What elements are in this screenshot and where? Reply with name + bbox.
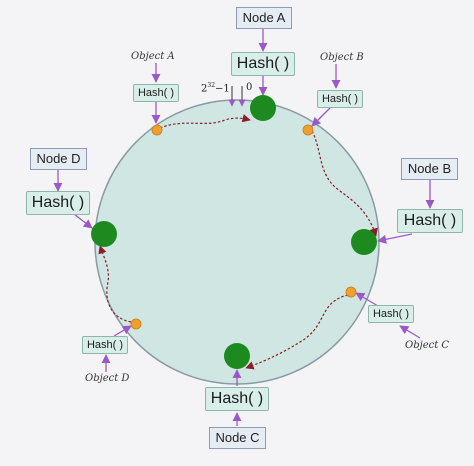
- node-c-label: Node C: [209, 427, 266, 449]
- object-a-dot: [151, 124, 163, 136]
- node-a-dot: [250, 95, 276, 121]
- node-a-label: Node A: [236, 7, 292, 29]
- object-a-to-node-a-path: [159, 114, 251, 129]
- node-b-dot: [351, 229, 377, 255]
- object-c-to-node-c-path: [245, 294, 349, 370]
- ring-zero-label: 0: [246, 82, 253, 93]
- node-b-hash-arrow: [377, 233, 413, 244]
- object-a-hash: Hash( ): [133, 84, 179, 102]
- object-a-label: Object A: [131, 51, 175, 62]
- node-d-hash: Hash( ): [26, 191, 90, 215]
- object-b-hash: Hash( ): [317, 90, 363, 108]
- object-d-label: Object D: [85, 373, 130, 384]
- node-b-label: Node B: [401, 158, 458, 180]
- object-b-hash-arrow: [311, 107, 331, 127]
- hash-ring: [94, 99, 380, 385]
- object-d-dot: [130, 318, 142, 330]
- object-c-label: Object C: [405, 340, 450, 351]
- object-c-dot: [345, 286, 357, 298]
- node-a-hash: Hash( ): [231, 52, 295, 76]
- node-b-hash: Hash( ): [397, 209, 463, 233]
- node-c-hash: Hash( ): [205, 387, 269, 411]
- object-b-dot: [302, 124, 314, 136]
- ring-max-value-label: 232−1: [201, 82, 230, 94]
- object-b-to-node-b-path: [311, 130, 378, 237]
- object-d-to-node-d-path: [98, 245, 132, 323]
- node-d-label: Node D: [30, 148, 87, 170]
- object-d-hash: Hash( ): [82, 336, 128, 354]
- object-c-hash: Hash( ): [368, 305, 414, 323]
- ring-max-suffix: −1: [215, 83, 230, 95]
- object-d-hash-arrow: [113, 325, 132, 337]
- object-c-hash-arrow: [355, 292, 379, 307]
- object-c-label-arrow: [399, 325, 421, 339]
- node-d-hash-arrow: [73, 213, 93, 229]
- node-d-dot: [91, 221, 117, 247]
- ring-max-base: 2: [201, 83, 208, 95]
- node-c-dot: [224, 343, 250, 369]
- ring-max-exponent: 32: [207, 82, 216, 89]
- object-b-label: Object B: [320, 52, 364, 63]
